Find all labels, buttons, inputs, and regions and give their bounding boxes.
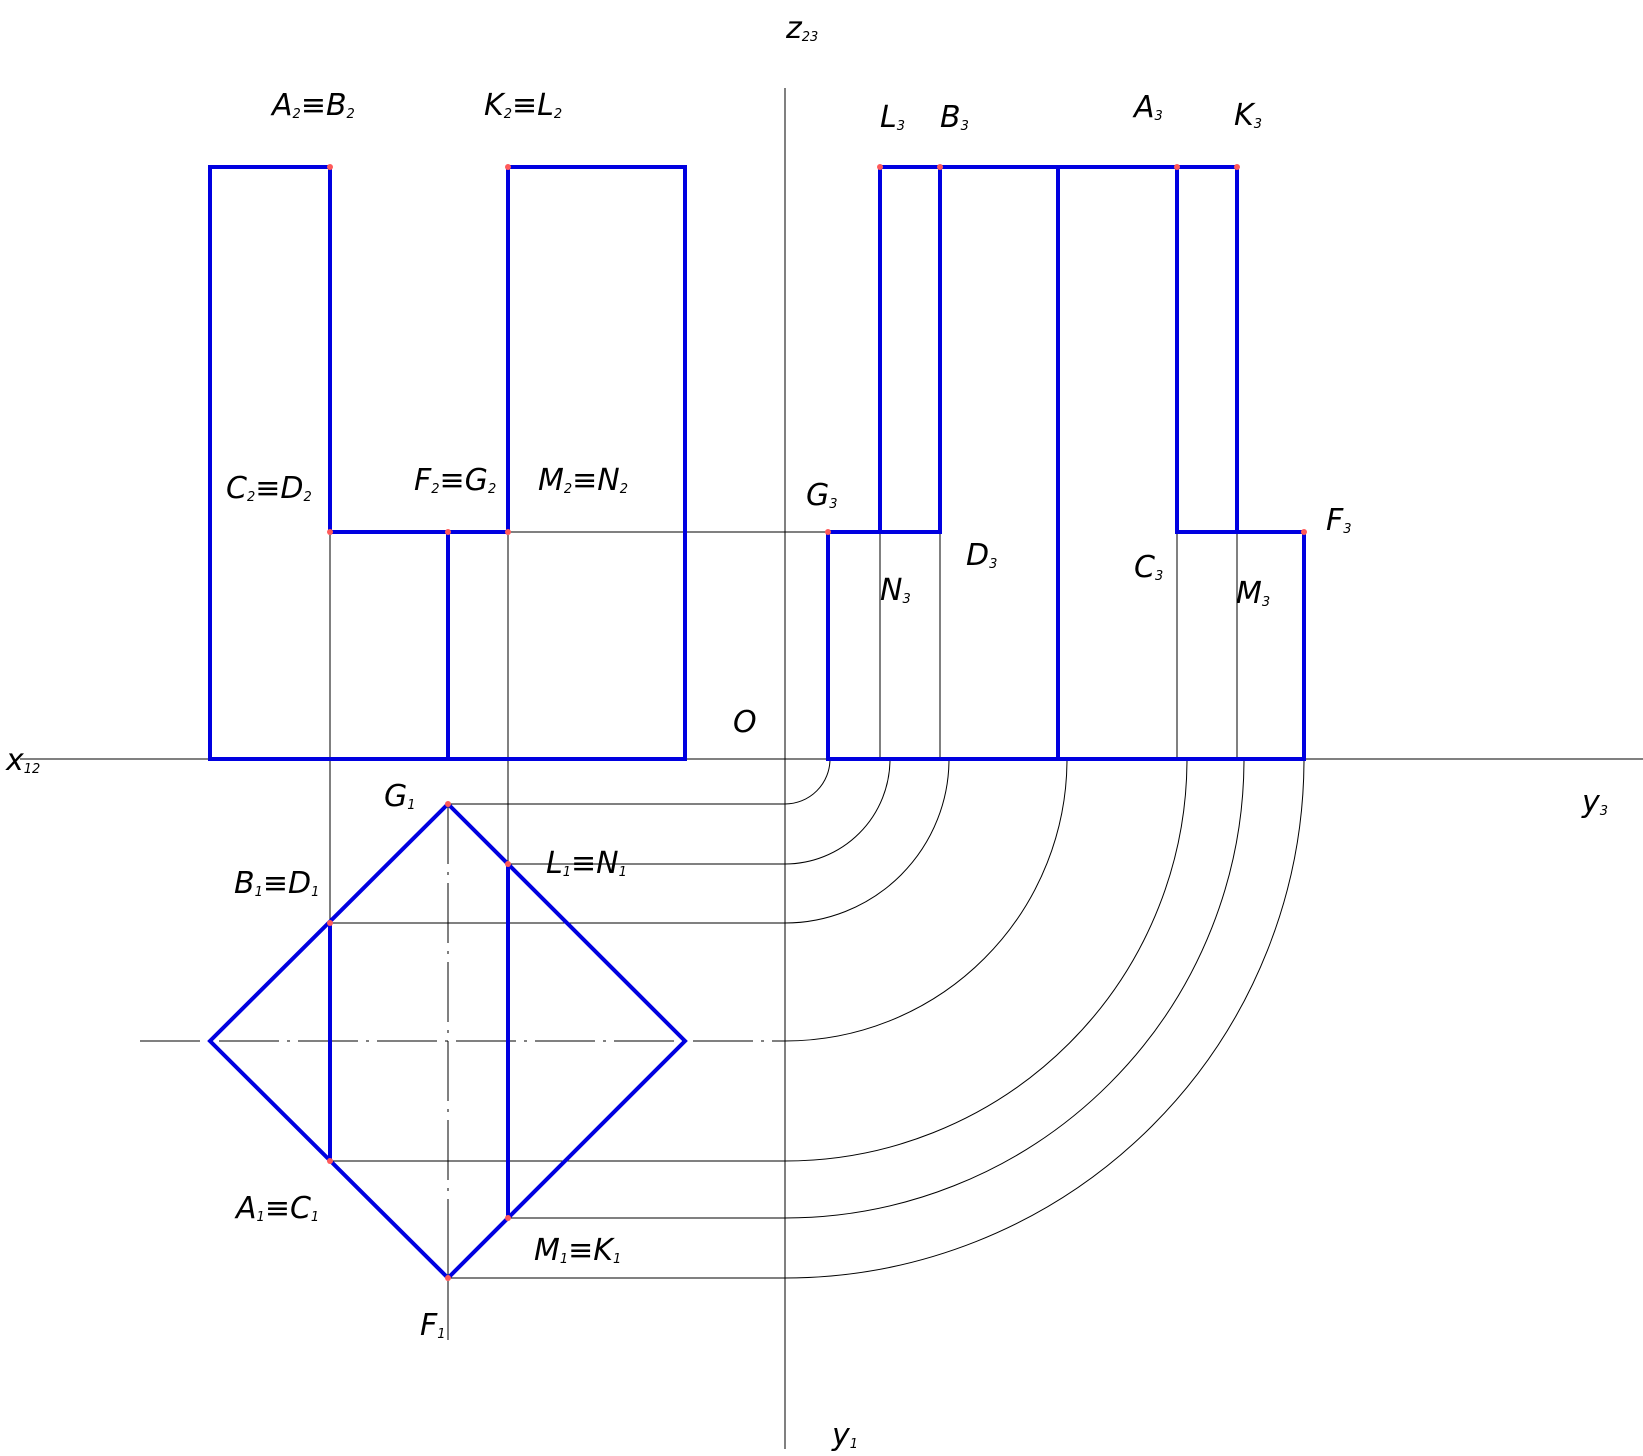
point-marker xyxy=(877,164,883,170)
label-m1-k1: M1≡K1 xyxy=(534,1233,621,1268)
labels: z23 x12 y3 y1 O A2≡B2 K2≡L2 C2≡D2 F2≡G2 … xyxy=(5,11,1608,1453)
point-marker xyxy=(1174,164,1180,170)
label-l1-n1: L1≡N1 xyxy=(546,846,627,881)
transfer-arc xyxy=(784,758,950,924)
transfer-arc xyxy=(784,758,1245,1219)
profile-view xyxy=(826,165,1306,761)
transfer-arc xyxy=(784,758,1188,1162)
label-g1: G1 xyxy=(384,779,416,814)
label-z23: z23 xyxy=(785,11,818,46)
point-marker xyxy=(505,861,511,867)
label-c3: C3 xyxy=(1134,550,1163,585)
point-marker xyxy=(825,529,831,535)
point-marker xyxy=(937,164,943,170)
point-marker xyxy=(505,1215,511,1221)
point-marker xyxy=(445,801,451,807)
label-a2-b2: A2≡B2 xyxy=(270,88,355,123)
label-m2-n2: M2≡N2 xyxy=(538,463,628,498)
label-k3: K3 xyxy=(1234,98,1262,133)
label-m3: M3 xyxy=(1236,576,1270,611)
point-marker xyxy=(505,529,511,535)
label-f1: F1 xyxy=(420,1308,446,1343)
point-marker xyxy=(327,529,333,535)
point-marker xyxy=(445,1275,451,1281)
label-y3: y3 xyxy=(1581,785,1608,820)
point-marker xyxy=(445,529,451,535)
label-k2-l2: K2≡L2 xyxy=(484,88,562,123)
label-b1-d1: B1≡D1 xyxy=(234,866,319,901)
profile-view-outline xyxy=(826,165,1306,761)
label-n3: N3 xyxy=(880,573,911,608)
label-c2-d2: C2≡D2 xyxy=(226,471,312,506)
label-y1: y1 xyxy=(831,1418,858,1453)
point-marker xyxy=(505,164,511,170)
point-markers xyxy=(327,164,1307,1281)
point-marker xyxy=(1234,164,1240,170)
label-d3: D3 xyxy=(966,538,997,573)
transfer-arc xyxy=(784,758,1068,1042)
label-f2-g2: F2≡G2 xyxy=(414,463,496,498)
point-marker xyxy=(1301,529,1307,535)
label-a1-c1: A1≡C1 xyxy=(234,1191,319,1226)
label-g3: G3 xyxy=(806,478,838,513)
axes xyxy=(20,88,1643,1449)
point-marker xyxy=(327,164,333,170)
label-x12: x12 xyxy=(5,743,40,778)
point-marker xyxy=(327,920,333,926)
construction-lines xyxy=(140,531,1305,1340)
transfer-arc xyxy=(784,758,891,865)
label-origin: O xyxy=(733,705,757,740)
transfer-arc xyxy=(784,758,1305,1279)
label-l3: L3 xyxy=(880,100,905,135)
label-b3: B3 xyxy=(940,100,969,135)
label-a3: A3 xyxy=(1132,90,1163,125)
transfer-arc xyxy=(784,758,831,805)
label-f3: F3 xyxy=(1326,503,1352,538)
point-marker xyxy=(327,1158,333,1164)
